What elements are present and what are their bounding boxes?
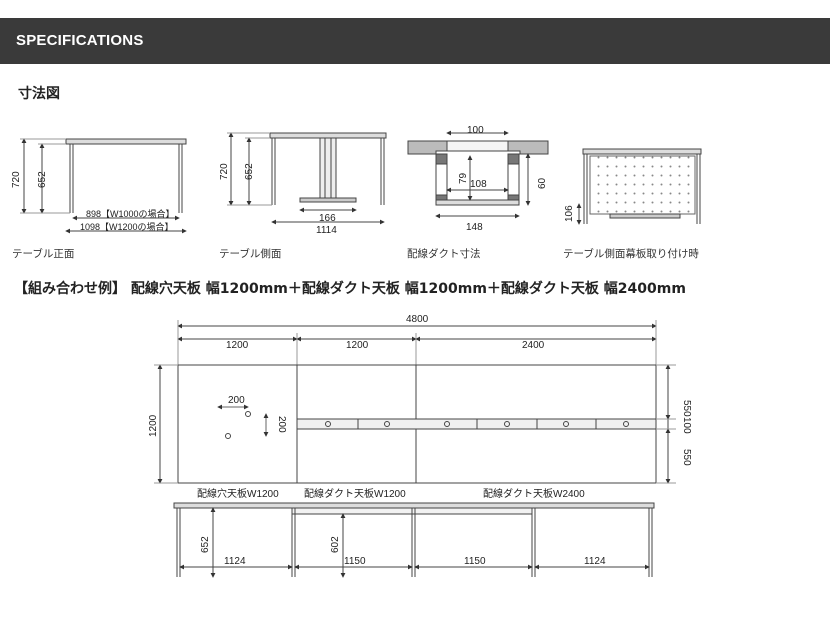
combo-depth-mid: 100 xyxy=(681,417,692,434)
combination-example-title: 【組み合わせ例】 配線穴天板 幅1200mm＋配線ダクト天板 幅1200mm＋配… xyxy=(14,281,686,297)
hole-dim-horizontal: 200 xyxy=(228,395,245,406)
combo-seg3-width: 2400 xyxy=(522,340,545,351)
combo-depth-bottom: 550 xyxy=(681,449,692,466)
side-height-inner: 652 xyxy=(244,163,255,180)
duct-height-inner: 79 xyxy=(458,172,469,184)
combo-height-left: 652 xyxy=(200,536,211,553)
side-height-total: 720 xyxy=(219,163,230,180)
dimension-diagram-heading: 寸法図 xyxy=(18,86,60,102)
hole-dim-vertical: 200 xyxy=(276,416,287,433)
duct-width-inner: 108 xyxy=(470,179,487,190)
plate-label-2: 配線ダクト天板W1200 xyxy=(304,487,406,500)
combo-leg-4: 1124 xyxy=(584,556,606,567)
duct-caption: 配線ダクト寸法 xyxy=(407,248,481,260)
wiring-duct-drawing xyxy=(407,130,549,219)
front-view-caption: テーブル正面 xyxy=(12,248,75,260)
specifications-header: SPECIFICATIONS xyxy=(0,18,830,64)
header-title: SPECIFICATIONS xyxy=(16,32,144,49)
side-width-inner: 166 xyxy=(319,213,336,224)
front-width-w1200: 1098【W1200の場合】 xyxy=(80,221,174,232)
combo-height-mid: 602 xyxy=(330,536,341,553)
side-width-total: 1114 xyxy=(316,225,337,236)
combo-leg-3: 1150 xyxy=(464,556,486,567)
front-height-inner: 652 xyxy=(37,171,48,188)
duct-width-top: 100 xyxy=(467,125,484,136)
panel-caption: テーブル側面幕板取り付け時 xyxy=(563,248,699,260)
side-view-caption: テーブル側面 xyxy=(219,248,282,260)
combo-leg-1: 1124 xyxy=(224,556,246,567)
combo-depth-top: 550 xyxy=(681,400,692,417)
front-view-drawing xyxy=(20,138,187,234)
combination-front-drawing xyxy=(173,502,655,578)
combo-seg2-width: 1200 xyxy=(346,340,369,351)
duct-height-right: 60 xyxy=(537,177,548,189)
panel-height: 106 xyxy=(564,205,575,222)
combo-total-width: 4800 xyxy=(406,314,429,325)
plate-label-1: 配線穴天板W1200 xyxy=(197,487,279,500)
duct-width-bottom: 148 xyxy=(466,222,483,233)
side-view-drawing xyxy=(227,132,387,225)
front-height-total: 720 xyxy=(11,171,22,188)
combo-leg-2: 1150 xyxy=(344,556,366,567)
plate-label-3: 配線ダクト天板W2400 xyxy=(483,487,585,500)
combo-depth-total: 1200 xyxy=(148,414,159,437)
combination-plan-drawing xyxy=(154,320,676,484)
front-width-w1000: 898【W1000の場合】 xyxy=(86,208,175,219)
combo-seg1-width: 1200 xyxy=(226,340,249,351)
modesty-panel-drawing xyxy=(576,148,702,225)
